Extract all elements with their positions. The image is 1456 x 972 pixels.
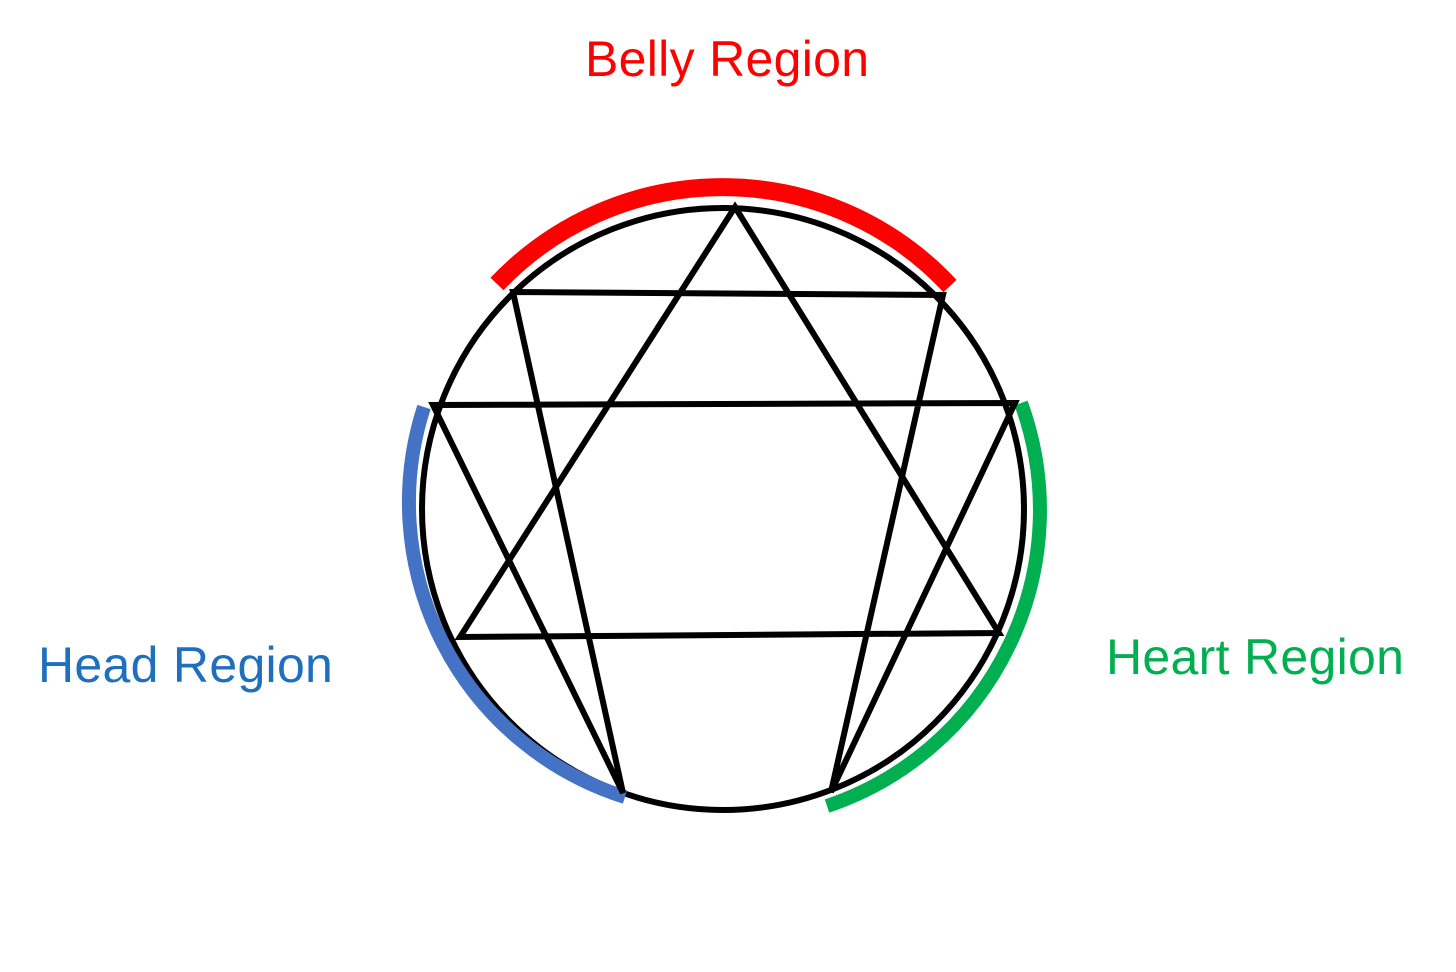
belly-region-arc	[490, 178, 957, 293]
head-region-arc	[401, 404, 628, 804]
heart-region-label: Heart Region	[1106, 629, 1405, 685]
heart-region-arc	[824, 400, 1047, 813]
belly-region-label: Belly Region	[585, 31, 870, 87]
head-region-label: Head Region	[38, 637, 334, 693]
enneagram-triangle	[454, 201, 1005, 641]
enneagram-circle	[419, 205, 1027, 813]
enneagram-hexad	[428, 288, 1020, 795]
